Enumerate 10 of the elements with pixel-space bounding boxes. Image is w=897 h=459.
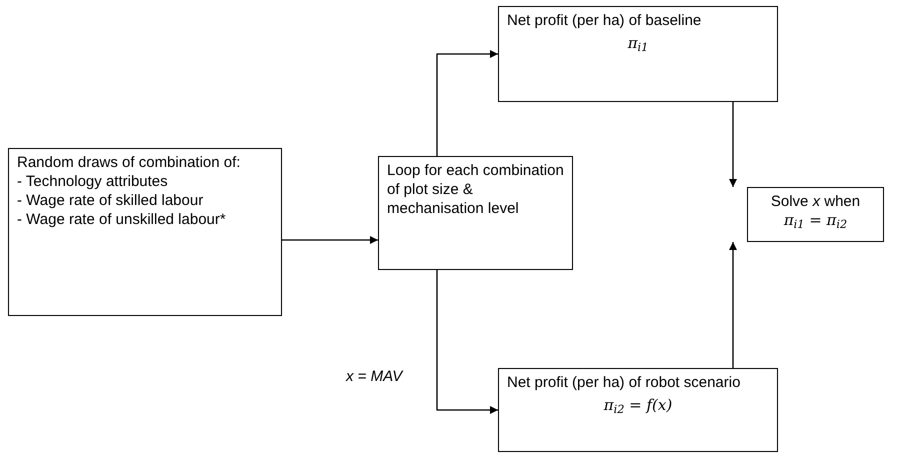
arrow <box>282 236 378 244</box>
arrow <box>729 242 737 368</box>
process-box: Random draws of combination of: - Technology attributes - Wage rate of skilled labour - Wage rate of unskilled labour* <box>8 148 282 316</box>
process-box: Net profit (per ha) of baseline π$_{i1}$ <box>498 6 778 102</box>
process-box: Net profit (per ha) of robot scenario π$_{i2}$ = f(x) <box>498 368 778 452</box>
arrow <box>436 50 498 156</box>
process-box: Solve x when π$_{i1}$ = π$_{i2}$ <box>747 187 884 242</box>
arrow <box>436 270 498 414</box>
process-box: Loop for each combination of plot size & mechanisation level <box>378 156 573 270</box>
arrow <box>729 102 737 187</box>
